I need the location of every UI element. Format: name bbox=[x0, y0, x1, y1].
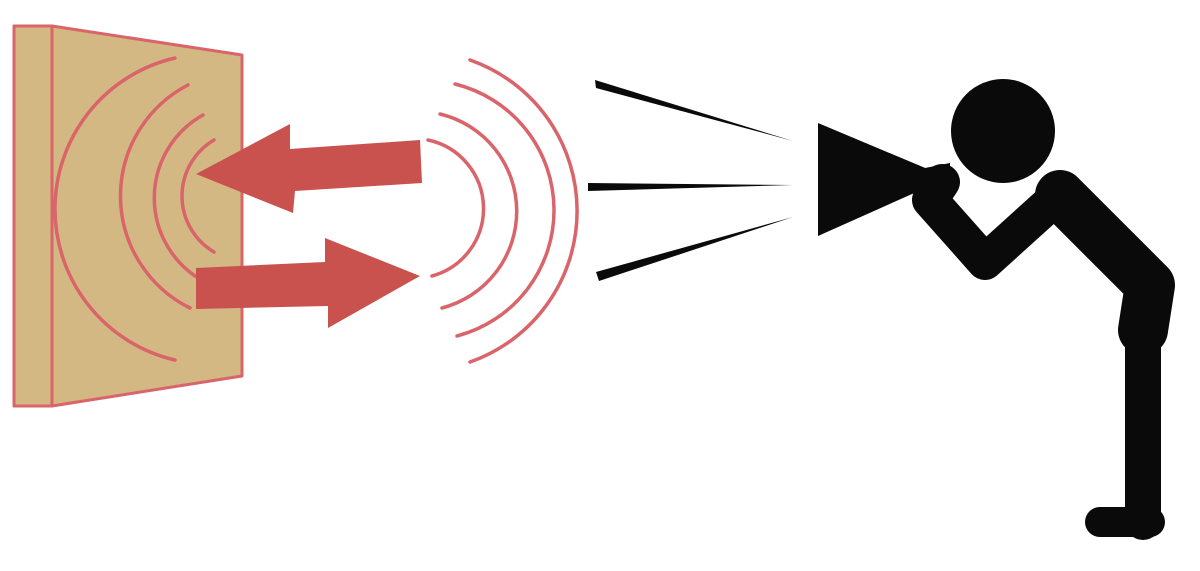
sound-lines bbox=[588, 80, 793, 281]
wall-wave-3 bbox=[118, 83, 192, 310]
person-torso bbox=[1035, 170, 1175, 355]
wall-wave-1 bbox=[180, 138, 216, 254]
wall bbox=[12, 24, 244, 408]
arrow-right bbox=[196, 238, 420, 328]
arrow-left bbox=[196, 124, 422, 213]
sound-line-middle bbox=[588, 183, 793, 191]
person-arm bbox=[912, 164, 1066, 280]
megaphone-cone bbox=[818, 123, 930, 236]
sound-line-bottom bbox=[596, 217, 793, 281]
person-head bbox=[951, 79, 1055, 183]
person-figure bbox=[912, 79, 1175, 540]
sound-wave-3 bbox=[453, 82, 556, 338]
sound-waves bbox=[426, 58, 579, 364]
wall-wave-4 bbox=[53, 56, 177, 362]
wall-waves bbox=[53, 56, 216, 362]
wall-side-face bbox=[12, 24, 54, 408]
sound-wave-4 bbox=[468, 58, 579, 364]
sound-line-top bbox=[595, 80, 793, 141]
wall-wave-2 bbox=[152, 113, 207, 284]
sound-wave-2 bbox=[438, 112, 519, 310]
sound-wave-1 bbox=[426, 138, 486, 278]
